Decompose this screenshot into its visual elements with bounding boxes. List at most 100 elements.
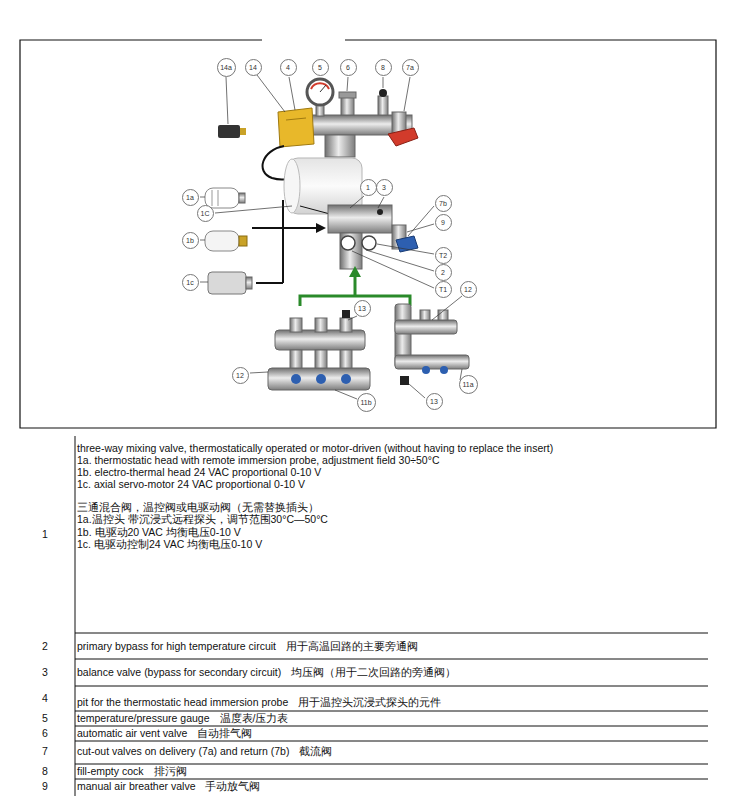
table-text: three-way mixing valve, thermostatically… xyxy=(77,443,553,454)
callout-circle: 4 xyxy=(280,59,297,76)
callout-number: 5 xyxy=(318,64,322,71)
callout-circle: 11a xyxy=(459,375,478,394)
table-row: 1b. 电驱动20 VAC 均衡电压0-10 V xyxy=(77,527,241,538)
table-text: primary bypass for high temperature circ… xyxy=(77,641,276,652)
callout-circle: T2 xyxy=(435,247,452,264)
callout-circle: 7a xyxy=(402,59,419,76)
table-text: temperature/pressure gauge xyxy=(77,713,210,724)
callout-number: 3 xyxy=(382,184,386,191)
callout-number: T1 xyxy=(439,286,447,293)
callout-number: 7b xyxy=(439,200,447,207)
callout-number: 13 xyxy=(358,305,366,312)
table-row: manual air breather valve手动放气阀 xyxy=(77,781,260,792)
table-row: three-way mixing valve, thermostatically… xyxy=(77,443,553,454)
table-row: fill-empty cock 排污阀 xyxy=(77,766,187,777)
table-text: 用于温控头沉浸式探头的元件 xyxy=(298,697,441,708)
table-text: pit for the thermostatic head immersion … xyxy=(77,697,288,708)
table-text: 1b. electro-thermal head 24 VAC proporti… xyxy=(77,467,321,478)
callout-circle: 14 xyxy=(245,59,262,76)
table-number: 3 xyxy=(20,667,70,678)
table-text: 1c. axial servo-motor 24 VAC proportiona… xyxy=(77,479,305,490)
green-arrow xyxy=(300,266,410,306)
table-text: 自动排气阀 xyxy=(197,728,252,739)
table-row: cut-out valves on delivery (7a) and retu… xyxy=(77,746,332,757)
callout-number: 14a xyxy=(220,64,232,71)
leader-lines xyxy=(200,75,462,399)
callout-number: 9 xyxy=(441,219,445,226)
table-text: balance valve (bypass for secondary circ… xyxy=(77,667,281,678)
table-text: 用于高温回路的主要旁通阀 xyxy=(286,641,418,652)
table-row: temperature/pressure gauge 温度表/压力表 xyxy=(77,713,288,724)
callout-number: 1c xyxy=(186,279,193,286)
table-text: 排污阀 xyxy=(154,766,187,777)
table-number: 1 xyxy=(20,529,70,540)
table-number: 5 xyxy=(20,713,70,724)
table-number: 9 xyxy=(20,781,70,792)
callout-circle: 6 xyxy=(340,59,357,76)
table-row: 1c. axial servo-motor 24 VAC proportiona… xyxy=(77,479,305,490)
table-row: primary bypass for high temperature circ… xyxy=(77,641,418,652)
callout-circle: 11b xyxy=(357,393,376,412)
table-text: 1b. 电驱动20 VAC 均衡电压0-10 V xyxy=(77,527,241,538)
table-text: cut-out valves on delivery (7a) and retu… xyxy=(77,746,289,757)
table-row: 1c. 电驱动控制24 VAC 均衡电压0-10 V xyxy=(77,539,262,550)
callout-circle: 5 xyxy=(312,59,329,76)
callout-number: 11b xyxy=(360,399,371,406)
table-grid xyxy=(75,436,708,796)
table-number: 6 xyxy=(20,728,70,739)
callout-circle: 14a xyxy=(217,58,236,77)
table-text: 截流阀 xyxy=(299,746,332,757)
callout-circle: 1a xyxy=(182,189,199,206)
table-text: fill-empty cock xyxy=(77,766,144,777)
table-text: 1a. thermostatic head with remote immers… xyxy=(77,455,439,466)
table-text: 1a.温控头 带沉浸式远程探头，调节范围30°C—50°C xyxy=(77,514,328,525)
table-row: 1a.温控头 带沉浸式远程探头，调节范围30°C—50°C xyxy=(77,514,328,525)
table-text: 手动放气阀 xyxy=(205,781,260,792)
callout-circle: 1C xyxy=(197,205,214,222)
callout-number: 1b xyxy=(186,237,194,244)
callout-circle: 1b xyxy=(182,232,199,249)
callout-circle: 2 xyxy=(435,264,452,281)
table-row: pit for the thermostatic head immersion … xyxy=(77,697,441,708)
callout-circle: 1c xyxy=(182,274,199,291)
callout-number: 11a xyxy=(462,381,473,388)
callout-number: 7a xyxy=(406,64,414,71)
callout-circle: 8 xyxy=(375,59,392,76)
table-text: automatic air vent valve xyxy=(77,728,187,739)
callout-number: 12 xyxy=(464,286,472,293)
table-number: 8 xyxy=(20,766,70,777)
callout-number: 2 xyxy=(441,269,445,276)
callout-number: 8 xyxy=(381,64,385,71)
callout-number: T2 xyxy=(439,252,447,259)
callout-number: 12 xyxy=(236,372,244,379)
callout-circle: 12 xyxy=(460,281,477,298)
table-row: 1a. thermostatic head with remote immers… xyxy=(77,455,439,466)
table-text: 三通混合阀，温控阀或电驱动阀（无需替换插头） xyxy=(77,502,319,513)
callout-circle: 9 xyxy=(435,214,452,231)
callout-number: 13 xyxy=(430,398,438,405)
right-manifold xyxy=(395,304,469,385)
callout-circle: 1 xyxy=(360,179,377,196)
frame xyxy=(20,40,716,428)
mixing-valve xyxy=(328,205,418,269)
table-number: 7 xyxy=(20,746,70,757)
callout-number: 1a xyxy=(186,194,194,201)
table-number: 2 xyxy=(20,641,70,652)
table-text: 均压阀（用于二次回路的旁通阀） xyxy=(291,667,456,678)
table-text: 1c. 电驱动控制24 VAC 均衡电压0-10 V xyxy=(77,539,262,550)
table-row: balance valve (bypass for secondary circ… xyxy=(77,667,456,678)
table-row: 1b. electro-thermal head 24 VAC proporti… xyxy=(77,467,321,478)
callout-circle: 7b xyxy=(435,195,452,212)
callout-number: 1C xyxy=(201,210,210,217)
callout-number: 4 xyxy=(286,64,290,71)
actuators xyxy=(205,188,326,294)
callout-number: 6 xyxy=(346,64,350,71)
callout-circle: T1 xyxy=(435,281,452,298)
callout-circle: 3 xyxy=(376,179,393,196)
table-text: 温度表/压力表 xyxy=(220,713,289,724)
callout-number: 14 xyxy=(249,64,257,71)
callout-circle: 13 xyxy=(354,300,371,317)
callout-circle: 12 xyxy=(232,367,249,384)
callout-number: 1 xyxy=(366,184,370,191)
